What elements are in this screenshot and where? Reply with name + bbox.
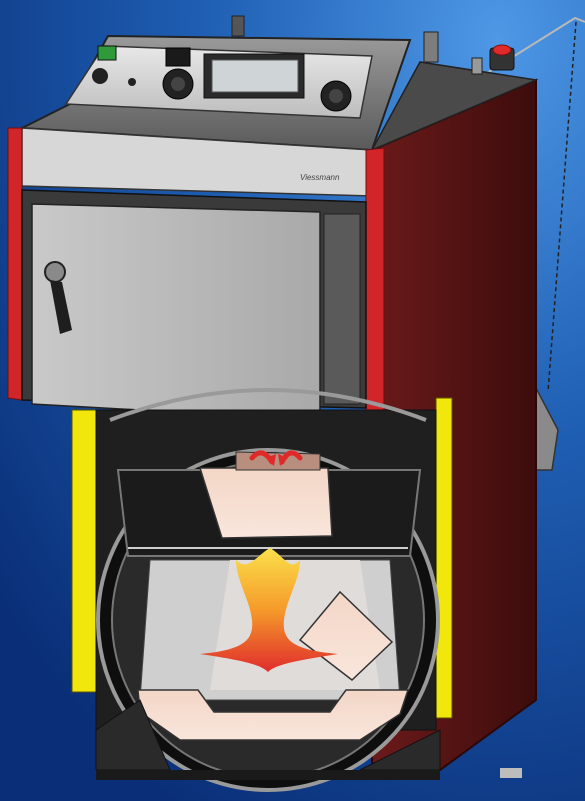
nozzle-block (200, 468, 332, 538)
indicator-lamp (92, 68, 108, 84)
red-button-icon (490, 45, 514, 70)
red-trim-left (8, 128, 22, 400)
small-button (128, 78, 136, 86)
red-trim-right (366, 148, 384, 420)
brand-mark: Viessmann (300, 173, 340, 182)
yellow-trim-left (72, 410, 96, 692)
green-power-switch (98, 46, 116, 60)
nozzle-slot (236, 452, 320, 470)
door-hinge-side (324, 214, 360, 404)
yellow-trim-right (436, 398, 452, 718)
loading-door (32, 204, 320, 420)
thermometer-gauge (166, 48, 190, 66)
